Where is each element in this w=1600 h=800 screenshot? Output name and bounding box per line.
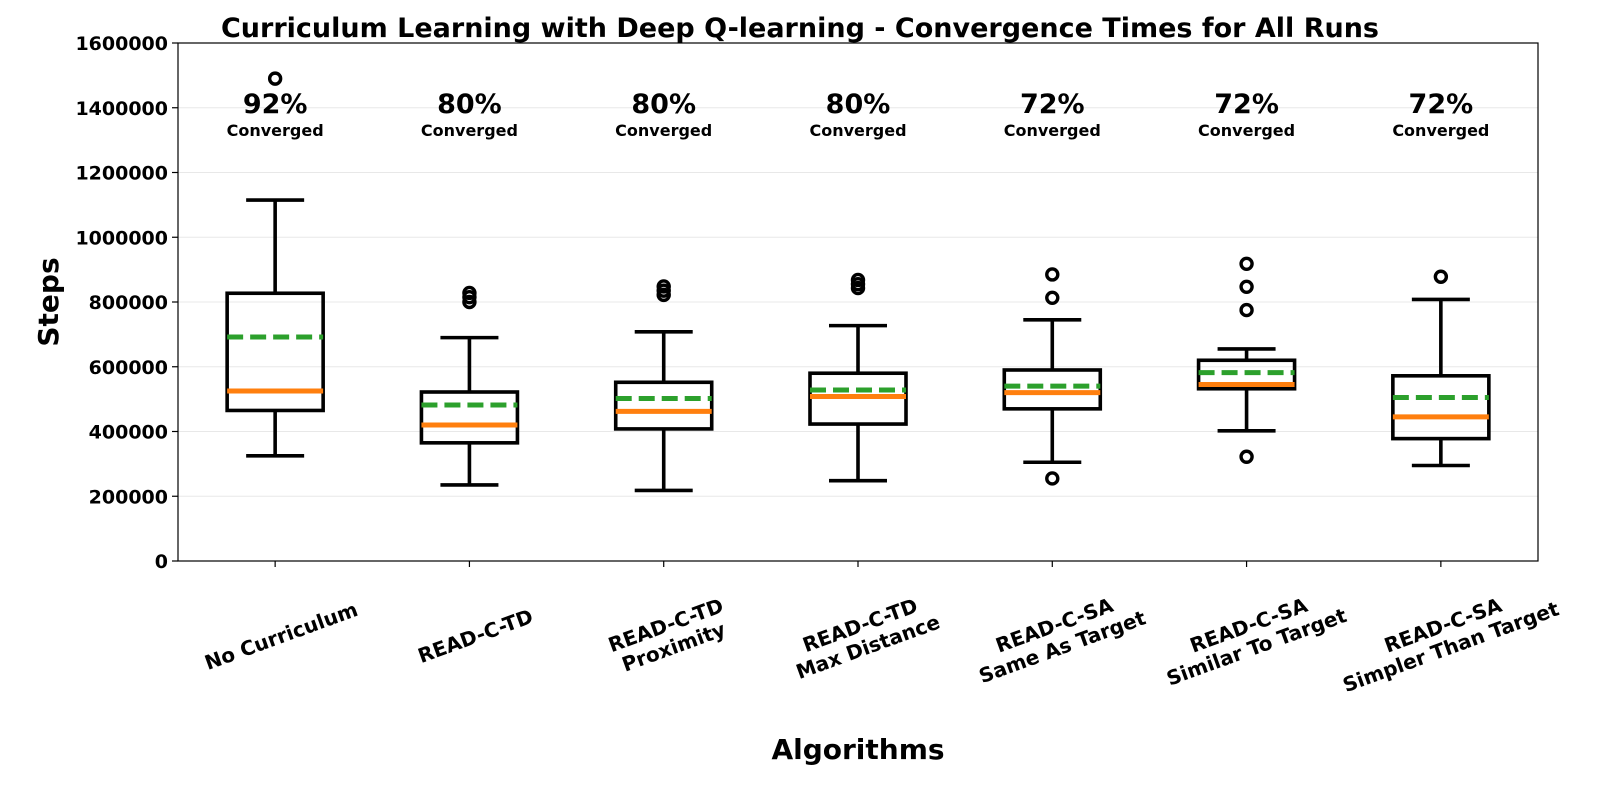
converged-label: Converged: [227, 121, 324, 140]
converged-label: Converged: [1198, 121, 1295, 140]
converged-percent: 80%: [826, 89, 891, 120]
y-axis-label: Steps: [32, 257, 65, 346]
y-tick-label: 200000: [89, 486, 168, 508]
y-tick-label: 0: [155, 551, 168, 573]
outlier-point: [462, 294, 477, 310]
converged-percent: 72%: [1409, 89, 1474, 120]
x-tick-label: READ-C-TDProximity: [605, 593, 734, 678]
y-tick-label: 800000: [89, 292, 168, 314]
converged-percent: 92%: [243, 89, 308, 120]
y-tick-label: 1600000: [75, 33, 168, 55]
iqr-box: [1002, 368, 1103, 411]
iqr-box: [1391, 374, 1491, 441]
x-tick-label: No Curriculum: [201, 597, 360, 675]
iqr-box: [613, 380, 714, 431]
x-tick-label: READ-C-SASimpler Than Target: [1332, 575, 1563, 697]
box-group: 80%Converged: [808, 89, 908, 483]
x-tick-label: READ-C-TDMax Distance: [785, 588, 943, 684]
x-tick-label: READ-C-TD: [415, 604, 537, 668]
outlier-point: [1433, 269, 1449, 284]
box-group: 92%Converged: [225, 71, 325, 458]
outlier-point: [462, 285, 477, 301]
converged-label: Converged: [1392, 121, 1489, 140]
x-tick-label-line: READ-C-TD: [415, 604, 537, 668]
outlier-point: [267, 71, 283, 86]
converged-percent: 72%: [1020, 89, 1085, 120]
outlier-point: [1045, 290, 1060, 305]
x-axis-label: Algorithms: [771, 733, 944, 766]
x-tick-label: READ-C-SASimilar To Target: [1155, 581, 1350, 690]
y-tick-label: 1200000: [75, 163, 168, 185]
converged-label: Converged: [809, 121, 906, 140]
x-tick-label: READ-C-SASame As Target: [968, 584, 1149, 688]
y-tick-label: 1400000: [75, 98, 168, 120]
outlier-point: [1239, 449, 1254, 464]
outlier-point: [1239, 279, 1254, 294]
converged-label: Converged: [421, 121, 518, 140]
y-tick-label: 400000: [89, 422, 168, 444]
y-tick-label: 600000: [89, 357, 168, 379]
box-group: 80%Converged: [613, 89, 714, 493]
outlier-point: [1045, 267, 1060, 282]
outlier-point: [656, 279, 671, 294]
box-group: 72%Converged: [1391, 89, 1491, 468]
outlier-point: [1239, 256, 1254, 271]
converged-percent: 72%: [1214, 89, 1279, 120]
outlier-point: [1045, 471, 1060, 486]
converged-percent: 80%: [437, 89, 502, 120]
iqr-box: [225, 291, 325, 413]
outlier-point: [850, 272, 866, 288]
converged-label: Converged: [1004, 121, 1101, 140]
y-tick-label: 1000000: [75, 227, 168, 249]
boxes: 92%Converged80%Converged80%Converged80%C…: [225, 71, 1491, 493]
converged-label: Converged: [615, 121, 712, 140]
iqr-box: [419, 390, 520, 445]
converged-percent: 80%: [631, 89, 696, 120]
box-group: 72%Converged: [1002, 89, 1103, 486]
box-group: 72%Converged: [1196, 89, 1297, 464]
x-tick-label-line: No Curriculum: [201, 597, 360, 675]
box-group: 80%Converged: [419, 89, 520, 487]
outlier-point: [1239, 302, 1254, 318]
chart-title: Curriculum Learning with Deep Q-learning…: [221, 13, 1379, 44]
